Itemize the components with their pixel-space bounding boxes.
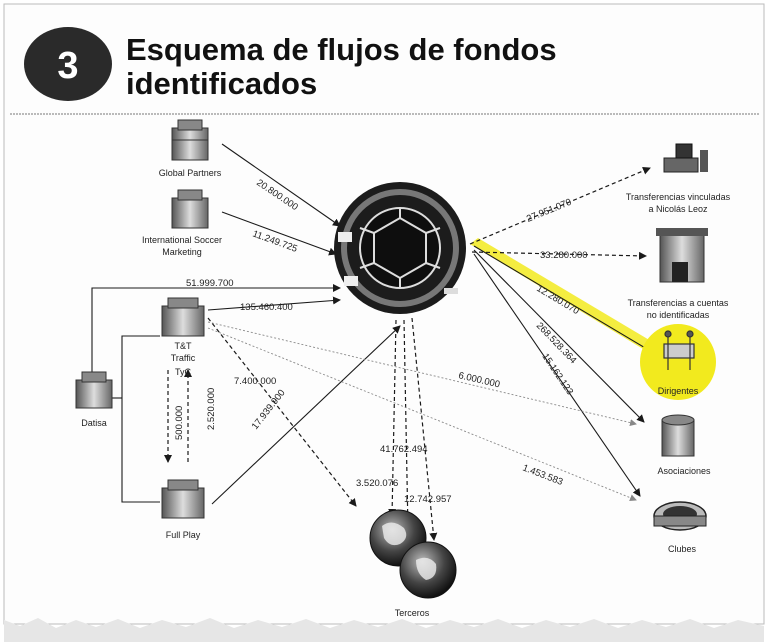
edge-terceros-a	[388, 319, 397, 517]
edge-tt-clubes	[207, 327, 637, 502]
dashed-edges	[164, 167, 651, 541]
section-badge	[24, 27, 112, 101]
flag-mark-1	[338, 232, 352, 242]
edge-terceros-b	[403, 319, 412, 531]
edge-tt-asociaciones	[207, 321, 637, 427]
torn-edge	[4, 618, 764, 642]
node-clubes[interactable]: Clubes	[653, 501, 707, 554]
edge-dirigentes	[473, 245, 653, 353]
edge-leoz	[469, 167, 651, 245]
faint-edges	[207, 321, 637, 502]
node-label: Clubes	[668, 544, 697, 554]
flow-label-terceros-a: 41.762.494	[380, 444, 428, 455]
node-issm[interactable]: International Soccer Marketing	[142, 189, 222, 257]
edge-terceros-c	[411, 317, 438, 541]
node-label: Dirigentes	[658, 386, 699, 396]
tower-building-icon	[661, 414, 695, 457]
flow-label-tt: 135.460.400	[240, 302, 293, 313]
node-label: Datisa	[81, 418, 107, 428]
flow-label-fullplay-up2: 2.520.000	[206, 388, 217, 430]
edge-no-ident	[471, 251, 647, 260]
flag-mark-3	[444, 288, 458, 294]
node-label: Asociaciones	[657, 466, 711, 476]
edge-datisa	[91, 284, 341, 378]
conmebol-inner	[359, 207, 441, 289]
node-label-line2: no identificadas	[647, 310, 710, 320]
node-global-partners[interactable]: Global Partners	[159, 119, 222, 178]
edges	[91, 143, 653, 505]
building-icon	[161, 479, 205, 519]
flow-label-no-ident: 33.280.000	[540, 250, 588, 261]
building-icon	[161, 297, 205, 337]
flow-label-terceros-c: 12.742.957	[404, 494, 452, 505]
edge-tt-terceros	[207, 317, 357, 507]
globe-icon	[369, 509, 457, 599]
page-title-line2: identificados	[126, 66, 317, 101]
node-label-line2: Marketing	[162, 247, 202, 257]
node-no-identificadas[interactable]: Transferencias a cuentas no identificada…	[628, 228, 729, 320]
flag-mark-2	[344, 276, 358, 286]
edge-clubes	[473, 253, 641, 497]
node-asociaciones[interactable]: Asociaciones	[657, 414, 711, 476]
bank-building-icon	[656, 228, 708, 283]
node-datisa[interactable]: Datisa	[75, 371, 113, 428]
node-terceros[interactable]: Terceros	[369, 509, 457, 618]
highlight-band	[470, 238, 656, 352]
node-dirigentes[interactable]: Dirigentes	[640, 324, 716, 400]
edge-datisa-fullplay	[121, 398, 160, 503]
flow-label-fullplay-up: 7.400.000	[234, 376, 276, 387]
conmebol-pattern	[359, 208, 441, 288]
edge-asociaciones	[473, 249, 645, 423]
flow-label-fullplay-down: 500.000	[174, 406, 185, 440]
stadium-icon	[653, 501, 707, 531]
conmebol-mid-ring	[341, 189, 459, 307]
node-label-line1: International Soccer	[142, 235, 222, 245]
node-label-line1: Transferencias a cuentas	[628, 298, 729, 308]
building-icon	[171, 189, 209, 229]
node-label: Full Play	[166, 530, 201, 540]
flow-label-terceros-b: 3.520.076	[356, 478, 398, 489]
node-tt[interactable]: T&T Traffic TyC	[161, 297, 205, 377]
edge-datisa-tt	[121, 335, 160, 398]
edge-global-partners	[221, 143, 341, 227]
meeting-table-icon	[663, 330, 695, 370]
node-label-line2: a Nicolás Leoz	[648, 204, 708, 214]
edge-tt	[207, 296, 341, 311]
node-label-line2: Traffic	[171, 353, 196, 363]
computer-desk-icon	[663, 143, 708, 173]
conmebol-logo-icon[interactable]	[334, 182, 466, 314]
building-icon	[171, 119, 209, 161]
section-number: 3	[57, 45, 78, 87]
edge-fullplay-conmebol	[211, 325, 401, 505]
node-label-line3: TyC	[175, 367, 192, 377]
flow-label-datisa: 51.999.700	[186, 278, 234, 289]
page-title-line1: Esquema de flujos de fondos	[126, 32, 557, 67]
node-nicolas-leoz[interactable]: Transferencias vinculadas a Nicolás Leoz	[626, 143, 731, 214]
node-label: Global Partners	[159, 168, 222, 178]
node-label: Terceros	[395, 608, 430, 618]
highlight-circle	[640, 324, 716, 400]
header: 3 Esquema de flujos de fondos identifica…	[10, 27, 760, 115]
building-icon	[75, 371, 113, 409]
node-full-play[interactable]: Full Play	[161, 479, 205, 540]
edge-issm	[221, 211, 337, 256]
node-label-line1: Transferencias vinculadas	[626, 192, 731, 202]
node-label-line1: T&T	[175, 341, 193, 351]
